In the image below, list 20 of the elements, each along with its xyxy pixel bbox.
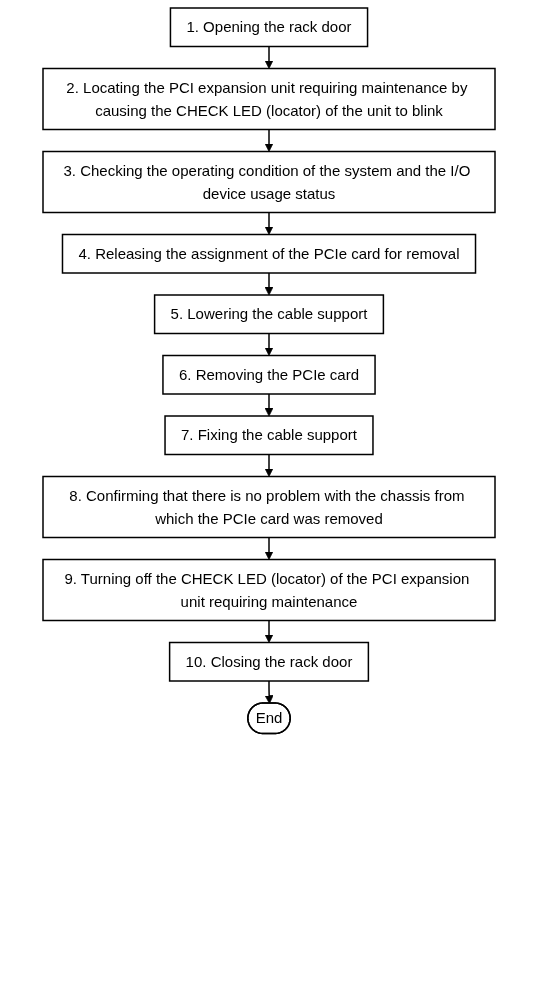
node-box: 5. Lowering the cable support xyxy=(153,294,385,335)
arrow xyxy=(264,680,274,704)
node-box: 7. Fixing the cable support xyxy=(164,415,374,456)
arrow xyxy=(264,211,274,235)
node-box: 6. Removing the PCIe card xyxy=(162,354,376,395)
node-box: 1. Opening the rack door xyxy=(169,7,369,48)
arrow xyxy=(264,453,274,477)
arrow xyxy=(264,128,274,152)
arrow xyxy=(264,619,274,643)
node-box: 3. Checking the operating condition of the system and the I/O device usage status xyxy=(42,150,496,214)
arrow xyxy=(264,332,274,356)
node-box: 4. Releasing the assignment of the PCIe card for removal xyxy=(61,233,477,274)
arrow xyxy=(264,272,274,296)
arrow xyxy=(264,393,274,417)
node-box: 8. Confirming that there is no problem with the chassis from which the PCIe card was removed xyxy=(42,475,496,539)
arrow xyxy=(264,45,274,69)
node-box: 2. Locating the PCI expansion unit requiring maintenance by causing the CHECK LED (locator) of the unit to blink xyxy=(42,67,496,131)
arrow xyxy=(264,536,274,560)
node-box: 9. Turning off the CHECK LED (locator) of the PCI expansion unit requiring maintenance xyxy=(42,558,496,622)
node-box: 10. Closing the rack door xyxy=(168,641,370,682)
